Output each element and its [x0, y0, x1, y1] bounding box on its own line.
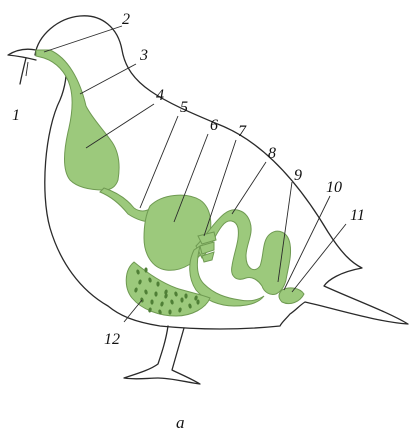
lower-beak-outline: [20, 58, 26, 84]
leader-line-3: [80, 64, 136, 94]
leader-line-8: [232, 162, 266, 214]
callout-9: 9: [294, 167, 302, 184]
beak-outline: [8, 49, 36, 60]
gland-dot: [144, 267, 147, 272]
callout-2: 2: [122, 11, 130, 28]
gizzard: [144, 195, 211, 270]
gland-dot: [168, 309, 171, 314]
leader-line-2: [44, 26, 122, 52]
figure-caption: a: [176, 413, 185, 432]
gland-dot: [150, 299, 153, 304]
callout-3: 3: [139, 47, 148, 64]
callout-8: 8: [268, 145, 276, 162]
callout-1: 1: [12, 107, 20, 124]
leader-line-5: [140, 116, 178, 208]
callout-10: 10: [326, 179, 342, 196]
cloaca: [279, 288, 304, 304]
callout-6: 6: [210, 117, 218, 134]
gland-dot: [180, 297, 183, 302]
callout-12: 12: [104, 331, 120, 348]
callout-5: 5: [180, 99, 188, 116]
pancreas: [198, 232, 216, 262]
leg-outline: [124, 326, 200, 384]
gland-dot: [154, 291, 157, 296]
gland-dot: [156, 281, 159, 286]
esophagus: [36, 50, 119, 190]
leader-line-1: [26, 62, 28, 76]
callout-4: 4: [156, 87, 164, 104]
leader-line-12: [124, 300, 142, 322]
leader-line-10: [284, 196, 330, 290]
gland-dot: [196, 299, 199, 304]
callout-11: 11: [350, 207, 365, 224]
gland-dot: [184, 293, 187, 298]
callout-7: 7: [238, 123, 247, 140]
